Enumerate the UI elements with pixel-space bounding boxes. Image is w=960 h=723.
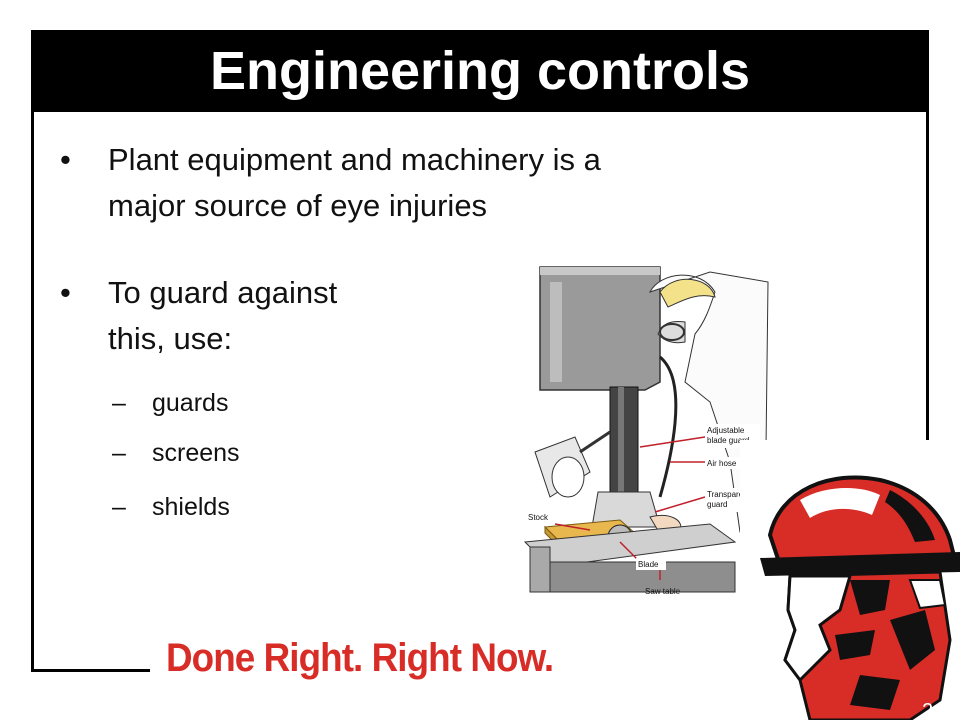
slogan-backdrop — [150, 628, 750, 688]
sub-marker: – — [112, 439, 126, 467]
slogan: Done Right. Right Now. — [166, 636, 554, 680]
label-transparent: Transparent — [707, 490, 751, 499]
bullet-1-line-1: Plant equipment and machinery is a — [108, 142, 601, 177]
bullet-marker: • — [60, 142, 71, 177]
hard-hat-worker-logo — [740, 440, 960, 720]
table-saw-illustration: Adjustable blade guard Air hose Transpar… — [510, 262, 770, 607]
label-blade-guard: blade guard — [707, 436, 749, 445]
label-blade: Blade — [638, 560, 659, 569]
bullet-2-line-2: this, use: — [108, 321, 233, 356]
label-adjustable: Adjustable — [707, 426, 745, 435]
sub-marker: – — [112, 493, 126, 521]
bullet-marker: • — [60, 275, 71, 310]
label-stock: Stock — [528, 513, 549, 522]
label-guard: guard — [707, 500, 727, 509]
title-bar — [31, 30, 929, 112]
slide-number: 2a — [922, 700, 945, 722]
sub-marker: – — [112, 389, 126, 417]
slide-title: Engineering controls — [209, 41, 751, 101]
bullet-2-line-1: To guard against — [108, 275, 338, 310]
label-saw-table: Saw table — [645, 587, 681, 596]
bullet-1-line-2: major source of eye injuries — [108, 188, 488, 223]
label-air-hose: Air hose — [707, 459, 737, 468]
